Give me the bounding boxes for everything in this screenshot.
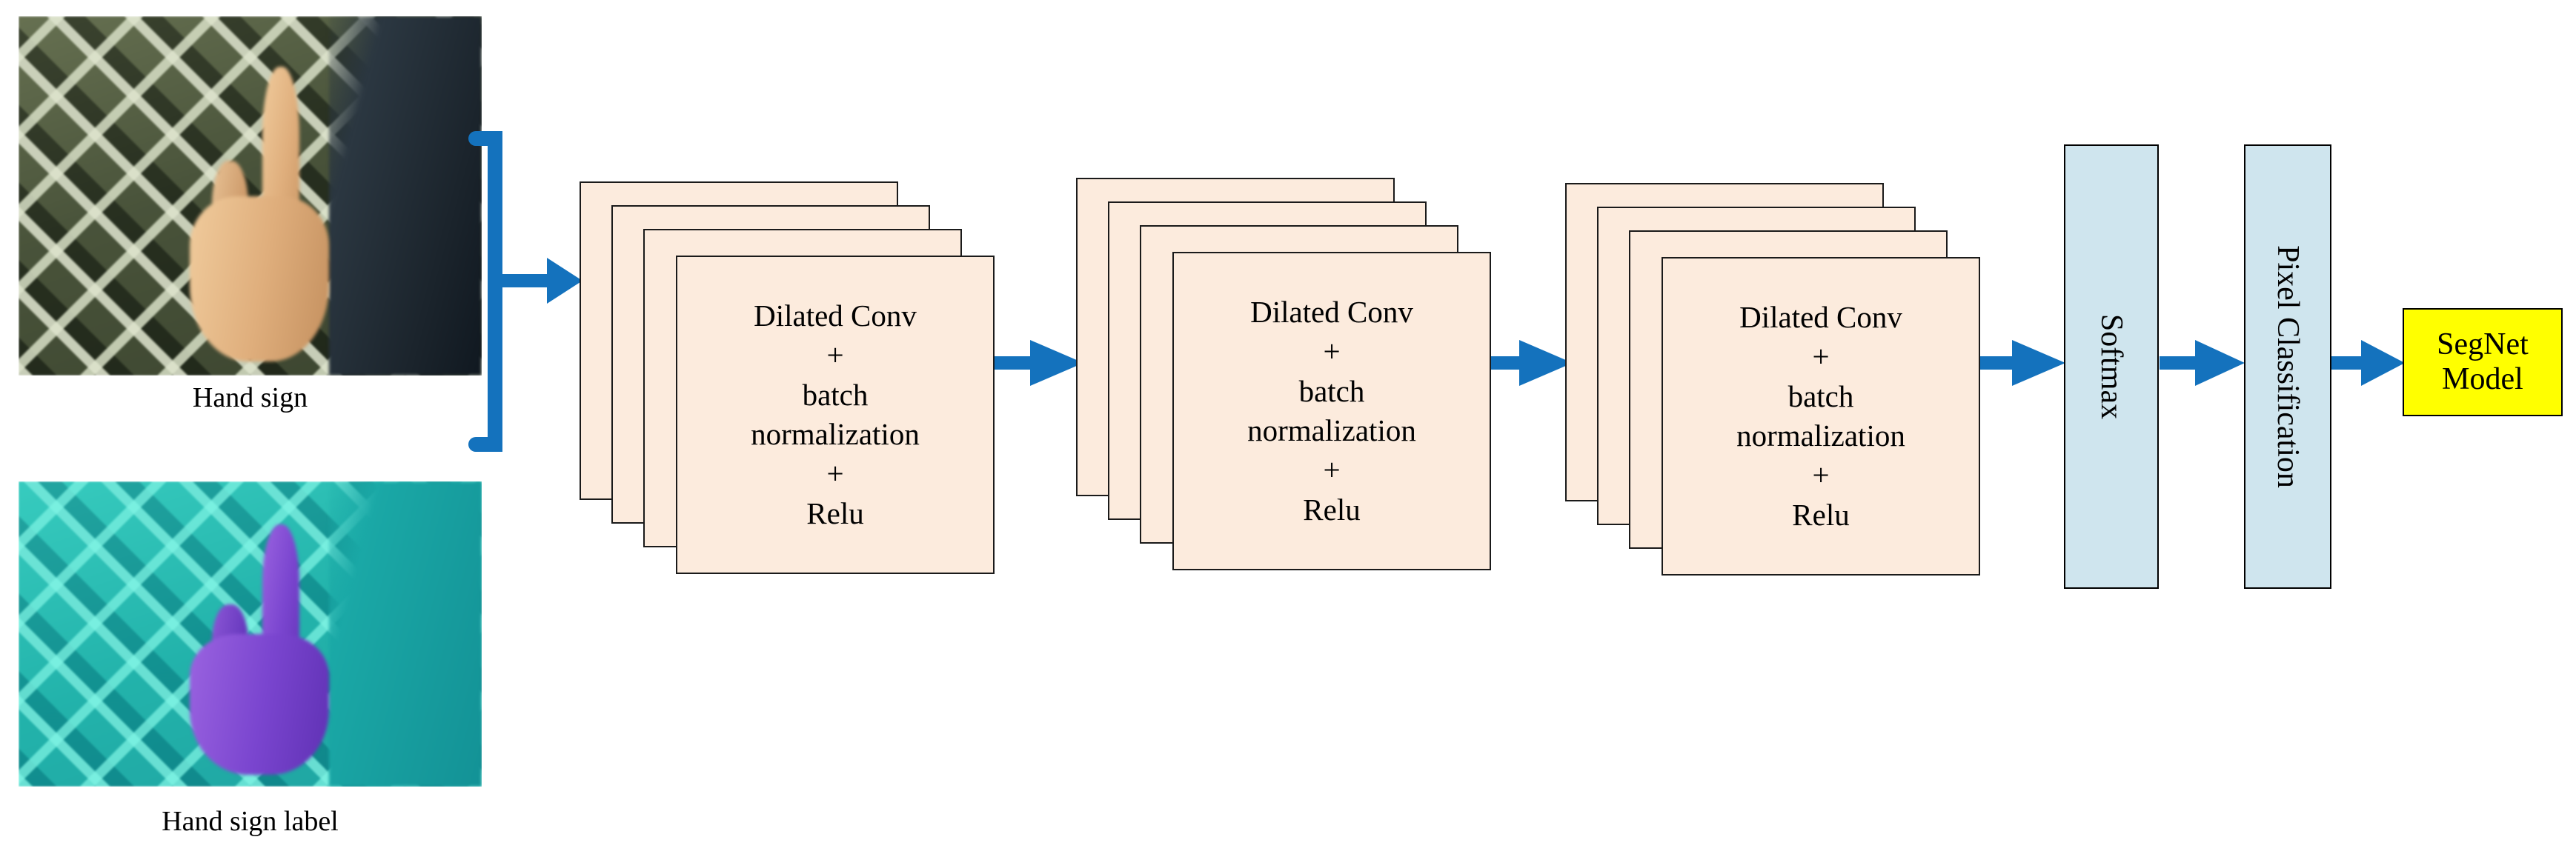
input-merge-bracket-arrow-icon (468, 131, 582, 452)
segnet-model-output: SegNet Model (2403, 308, 2563, 416)
conv-block-3-text: Dilated Conv + batch normalization + Rel… (1663, 258, 1979, 574)
conv-layer-card-front: Dilated Conv + batch normalization + Rel… (1172, 252, 1491, 570)
arrow-pixel-classification-to-segnet-icon (2331, 340, 2405, 386)
conv-line: normalization (751, 417, 920, 451)
conv-line: Relu (1792, 497, 1850, 532)
conv-block-1-text: Dilated Conv + batch normalization + Rel… (677, 257, 993, 573)
conv-line: normalization (1736, 418, 1905, 453)
conv-line: + (826, 456, 844, 491)
conv-line: batch (1787, 378, 1854, 413)
arrow-softmax-to-pixel-classification-icon (2160, 340, 2245, 386)
hand-sign-image (19, 16, 482, 376)
palm (190, 196, 329, 361)
conv-line: + (1812, 339, 1830, 374)
segnet-line: Model (2442, 362, 2523, 396)
conv-line: + (1812, 458, 1830, 493)
hand-sign-label-image (19, 481, 482, 787)
conv-line: Dilated Conv (1739, 300, 1902, 335)
conv-line: Dilated Conv (754, 298, 917, 333)
conv-line: + (1323, 334, 1341, 369)
pixel-classification-label: Pixel Classification (2271, 245, 2306, 488)
arrow-conv3-to-softmax-icon (1969, 340, 2065, 386)
jacket-region (328, 16, 482, 376)
arrow-conv2-to-conv3-icon (1476, 340, 1573, 386)
conv-line: + (826, 338, 844, 373)
conv-block-1: Dilated Conv + batch normalization + Rel… (580, 181, 995, 596)
conv-block-2-text: Dilated Conv + batch normalization + Rel… (1174, 253, 1490, 569)
softmax-block: Softmax (2064, 144, 2159, 589)
pixel-classification-block: Pixel Classification (2244, 144, 2331, 589)
conv-line: normalization (1247, 413, 1416, 447)
conv-line: Dilated Conv (1250, 295, 1413, 330)
hand-sign-caption: Hand sign (192, 382, 308, 413)
softmax-label: Softmax (2094, 313, 2129, 420)
jacket-region-label (328, 481, 482, 787)
arrow-conv1-to-conv2-icon (987, 340, 1083, 386)
hand-shape (190, 66, 329, 361)
conv-line: + (1323, 453, 1341, 487)
conv-line: batch (802, 377, 869, 412)
conv-line: Relu (1303, 492, 1361, 527)
conv-layer-card-front: Dilated Conv + batch normalization + Rel… (1662, 257, 1980, 576)
conv-line: batch (1298, 373, 1365, 408)
hand-mask-shape (190, 524, 329, 775)
conv-layer-card-front: Dilated Conv + batch normalization + Rel… (676, 256, 995, 574)
conv-block-2: Dilated Conv + batch normalization + Rel… (1076, 178, 1491, 593)
conv-block-3: Dilated Conv + batch normalization + Rel… (1565, 183, 1980, 598)
conv-line: Relu (806, 496, 864, 530)
hand-sign-label-caption: Hand sign label (162, 806, 339, 837)
palm-mask (190, 634, 329, 775)
segnet-line: SegNet (2437, 327, 2529, 361)
